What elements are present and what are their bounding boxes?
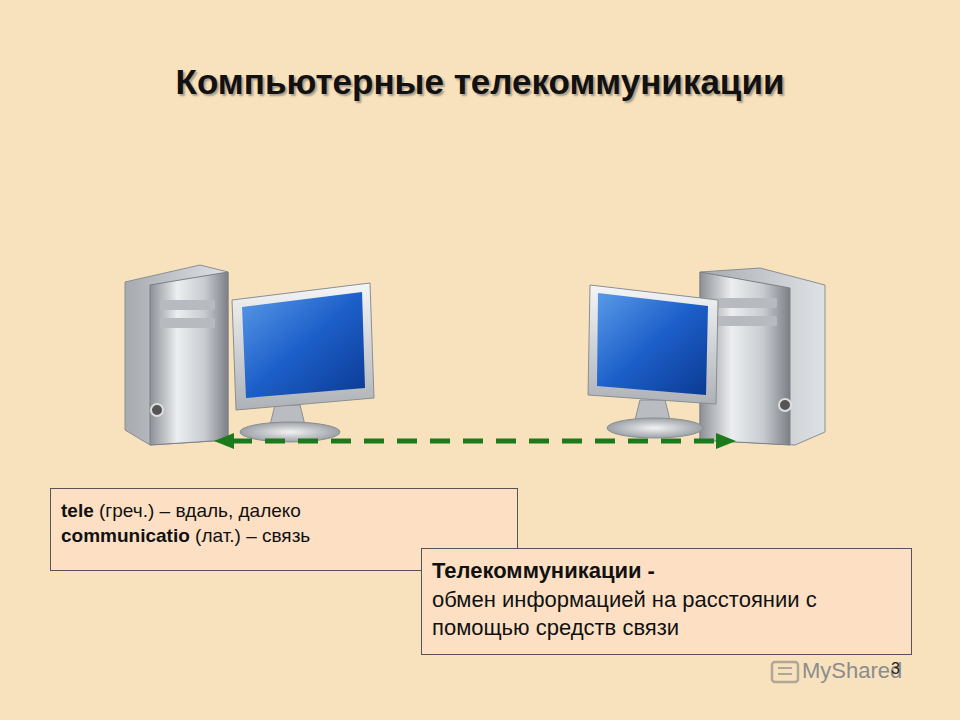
term-heading: Телекоммуникации - (432, 557, 899, 586)
watermark-icon (772, 662, 798, 682)
right-computer (588, 268, 825, 445)
etymology-line: communicatio (лат.) – связь (61, 524, 507, 549)
etymology-line: tele (греч.) – вдаль, далеко (61, 499, 507, 524)
slide-title: Компьютерные телекоммуникации (0, 62, 960, 102)
left-computer (125, 265, 374, 445)
definition-box: Телекоммуникации -обмен информацией на р… (421, 548, 912, 655)
term-definition: обмен информацией на расстоянии с помощь… (432, 586, 899, 643)
watermark: MyShared (802, 658, 902, 684)
link-arrow (214, 433, 736, 449)
slide-number: 3 (891, 660, 900, 678)
